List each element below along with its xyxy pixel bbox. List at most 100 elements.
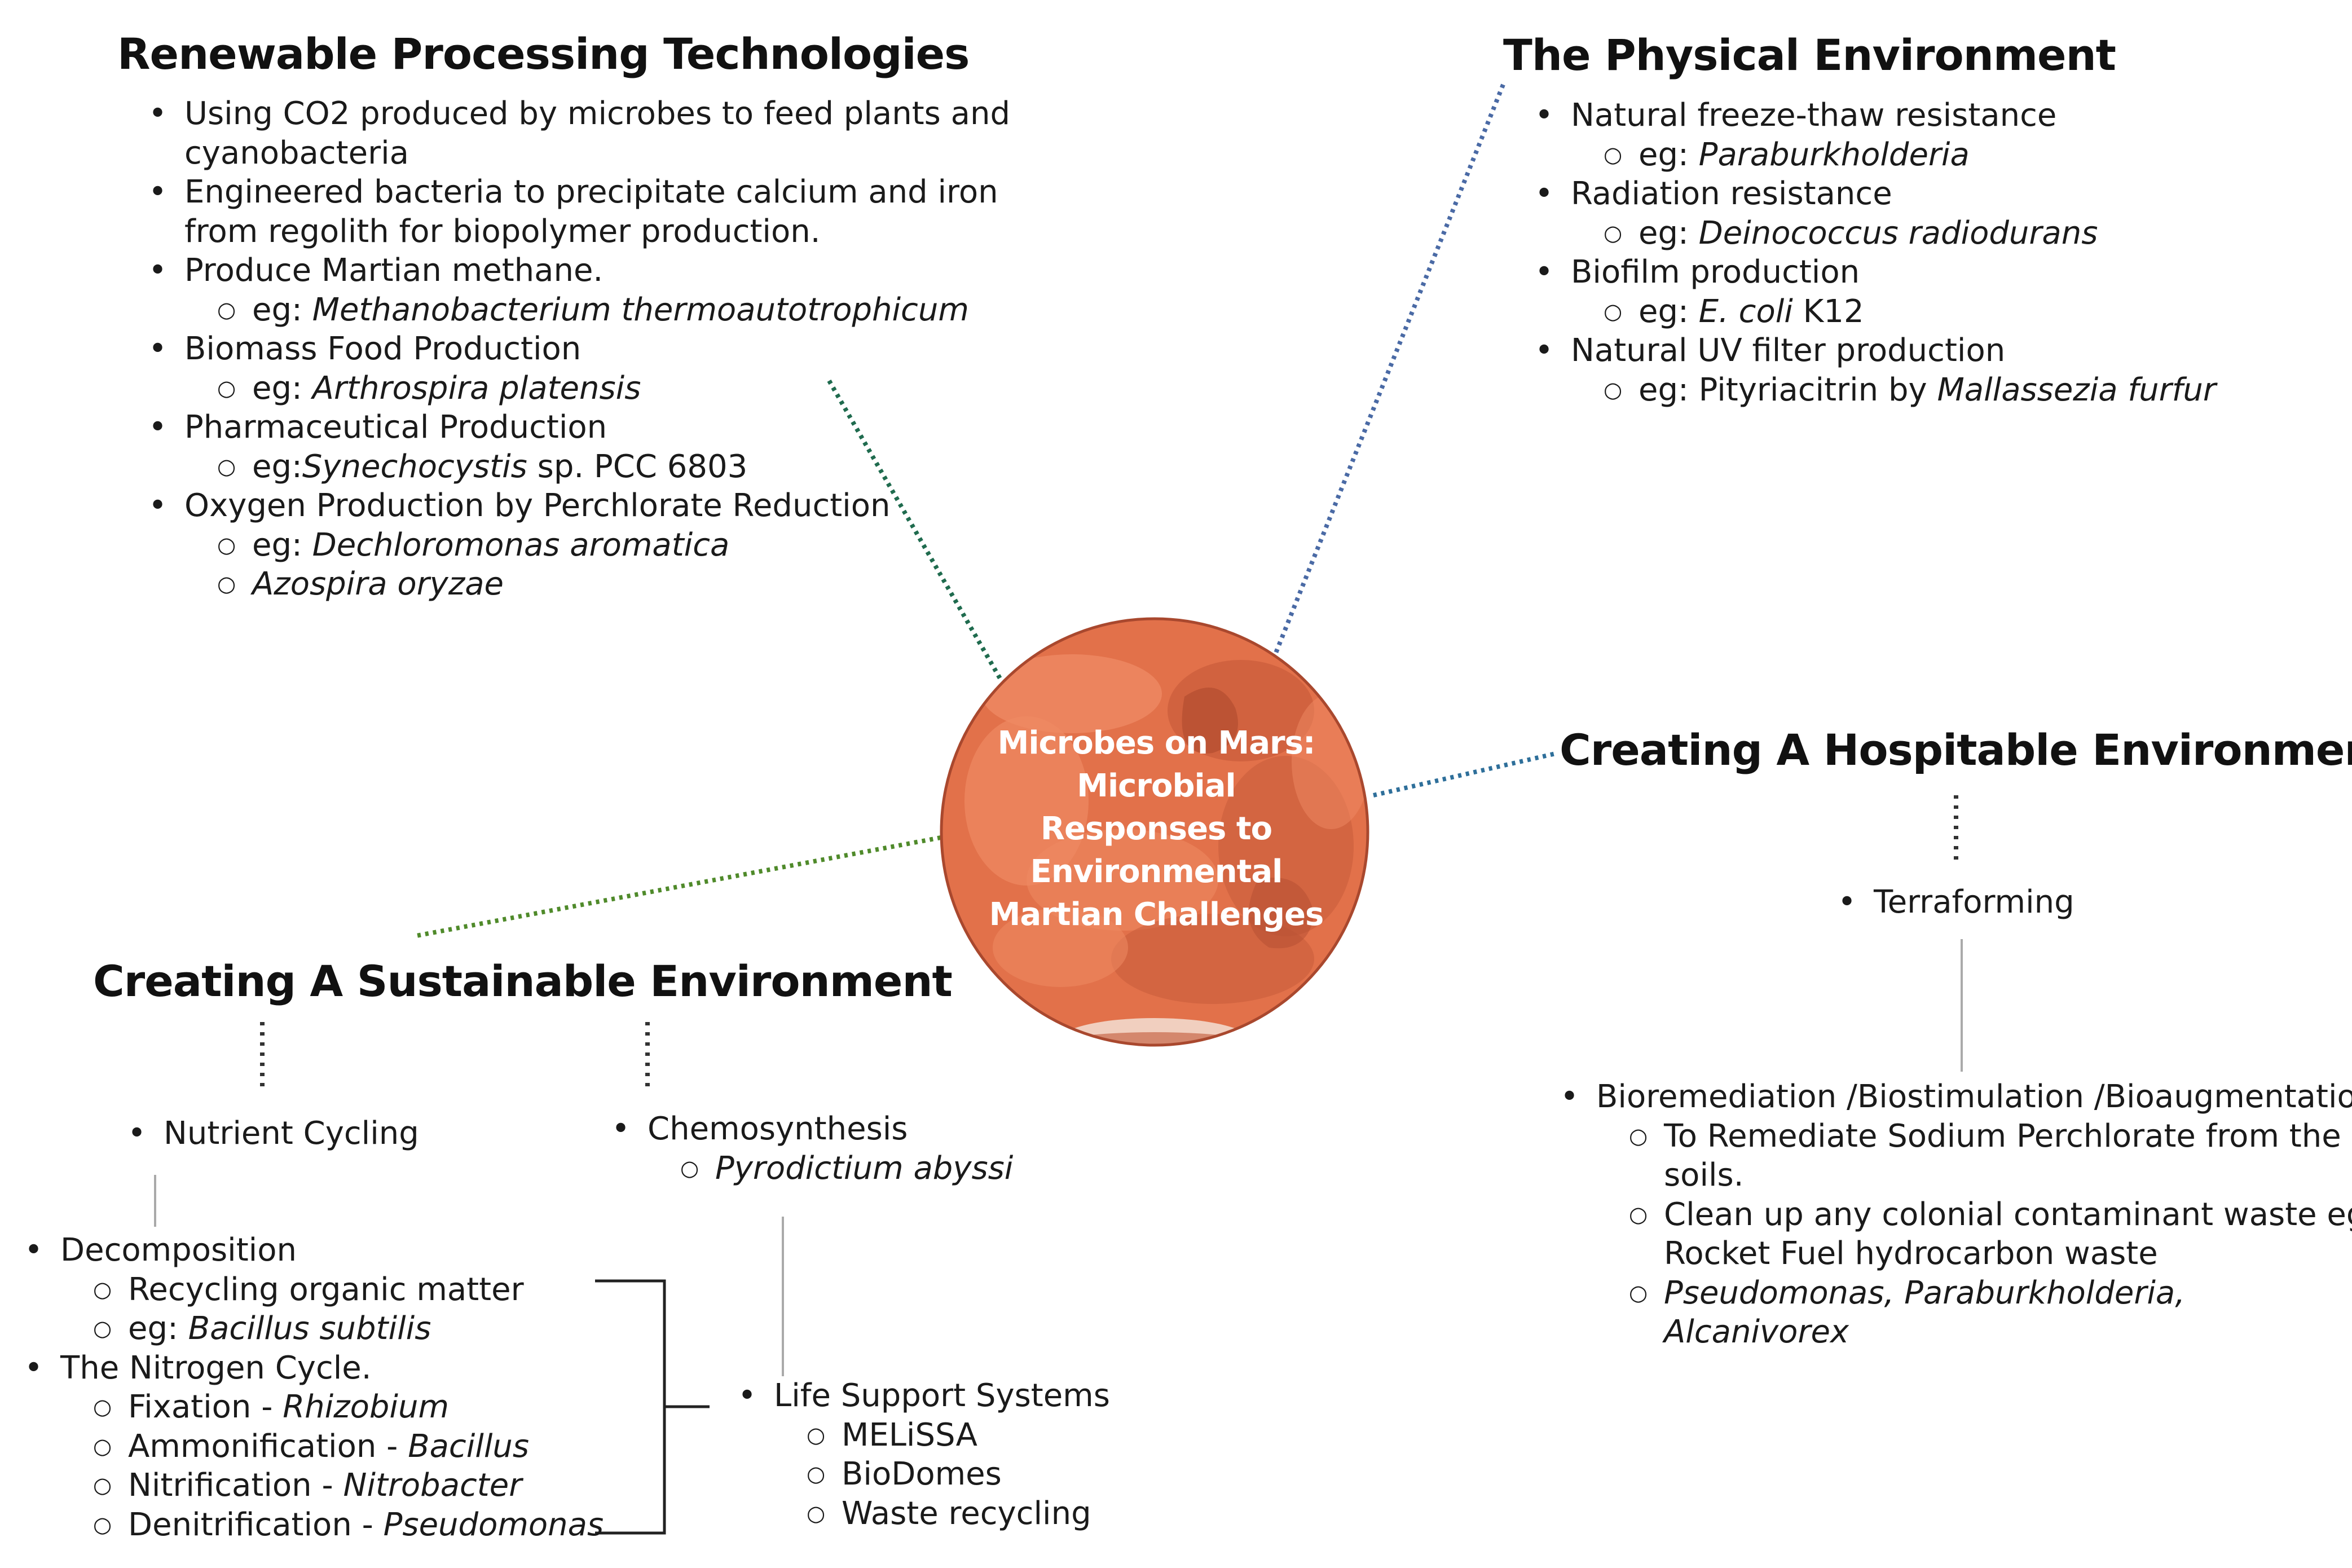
species-name: Bacillus (408, 1428, 530, 1465)
list-item: Decomposition (24, 1231, 604, 1270)
species-name: Azospira oryzae (252, 566, 504, 602)
sub-list-item: eg: Methanobacterium thermoautotrophicum (184, 290, 1010, 330)
list-item-text: Decomposition (60, 1232, 297, 1269)
species-name: Mallassezia furfur (1937, 371, 2216, 408)
renewable-heading: Renewable Processing Technologies (117, 29, 970, 79)
sub-list-item: MELiSSA (774, 1416, 1110, 1455)
list-item: Natural UV filter production (1535, 331, 2216, 371)
list-item-text: Ammonification - (128, 1428, 408, 1465)
list-item-text: Produce Martian methane. (184, 252, 604, 289)
list-item: Life Support Systems (738, 1376, 1110, 1416)
list-item-text: Life Support Systems (774, 1377, 1110, 1414)
connector-sustainable (413, 835, 941, 939)
list-item-text: Recycling organic matter (128, 1271, 524, 1308)
sub-list-item: BioDomes (774, 1455, 1110, 1494)
list-item-text: from regolith for biopolymer production. (184, 213, 821, 250)
list-item: Using CO2 produced by microbes to feed p… (148, 94, 1010, 134)
list-item: Pharmaceutical Production (148, 408, 1010, 447)
list-item-text: Engineered bacteria to precipitate calci… (184, 174, 998, 210)
sub-list-item: eg: Deinococcus radiodurans (1571, 214, 2216, 253)
list-item-text: eg: (252, 291, 312, 328)
list-item: Produce Martian methane. (148, 251, 1010, 290)
list-item-text: Biofilm production (1571, 254, 1860, 290)
list-item-text: eg: (252, 369, 312, 407)
sub-list-item: Pyrodictium abyssi (648, 1149, 1013, 1188)
physical-list: Natural freeze-thaw resistance eg: Parab… (1535, 96, 2216, 410)
chemosynthesis-list: Chemosynthesis Pyrodictium abyssi (611, 1109, 1013, 1188)
species-name: Methanobacterium thermoautotrophicum (312, 291, 969, 328)
list-item-text: Nutrient Cycling (164, 1115, 419, 1152)
list-item-continuation: soils. (1596, 1156, 2352, 1195)
sub-list-item: eg: Paraburkholderia (1571, 135, 2216, 175)
list-item-text: cyanobacteria (184, 134, 409, 171)
list-item-text: Terraforming (1874, 884, 2074, 920)
list-item-text: Denitrification - (128, 1506, 384, 1543)
species-name: Synechocystis (302, 448, 527, 485)
sub-list-item: eg: Dechloromonas aromatica (184, 526, 1010, 565)
list-item: Chemosynthesis (611, 1109, 1013, 1149)
sub-list-item: Ammonification - Bacillus (60, 1427, 604, 1466)
list-item-text: Bioremediation /Biostimulation /Bioaugme… (1596, 1078, 2352, 1115)
list-item-text: eg: (252, 526, 312, 563)
species-name: Alcanivorex (1664, 1314, 1849, 1350)
sub-list-item: eg:Synechocystis sp. PCC 6803 (184, 447, 1010, 487)
sub-list-item: eg: Bacillus subtilis (60, 1309, 604, 1349)
list-item-text: eg: Pityriacitrin by (1639, 371, 1937, 408)
list-item-text: eg: (1639, 136, 1699, 173)
list-item-text: Biomass Food Production (184, 331, 582, 367)
connector-hospitable (1373, 751, 1556, 798)
list-item-text: Natural freeze-thaw resistance (1571, 97, 2057, 134)
mars-planet (940, 617, 1369, 1047)
list-item: Radiation resistance (1535, 174, 2216, 214)
list-item: Oxygen Production by Perchlorate Reducti… (148, 486, 1010, 526)
list-item-continuation: Alcanivorex (1596, 1312, 2352, 1352)
sub-list-item: eg: Arthrospira platensis (184, 369, 1010, 408)
species-name: Deinococcus radiodurans (1698, 214, 2098, 252)
renewable-list: Using CO2 produced by microbes to feed p… (148, 94, 1010, 604)
list-item-text: eg: (252, 448, 302, 485)
list-item-text: To Remediate Sodium Perchlorate from the (1664, 1117, 2341, 1155)
list-item: Engineered bacteria to precipitate calci… (148, 173, 1010, 212)
center-title-line: Martian Challenges (989, 896, 1324, 933)
species-name: Dechloromonas aromatica (312, 526, 730, 563)
list-item-text: eg: (1639, 293, 1699, 330)
list-item: Nutrient Cycling (127, 1114, 419, 1153)
hospitable-heading: Creating A Hospitable Environment (1560, 725, 2352, 775)
list-item: Biofilm production (1535, 253, 2216, 292)
species-name: Paraburkholderia (1698, 136, 1970, 173)
list-item-text: Nitrification - (128, 1467, 343, 1504)
sub-list-item: Azospira oryzae (184, 565, 1010, 604)
sub-list-item: Denitrification - Pseudomonas (60, 1505, 604, 1545)
center-title-line: Environmental (1030, 853, 1283, 890)
sub-list-item: Pseudomonas, Paraburkholderia, (1596, 1274, 2352, 1313)
sub-list-item: Fixation - Rhizobium (60, 1388, 604, 1427)
life-support-list: Life Support Systems MELiSSA BioDomes Wa… (738, 1376, 1110, 1533)
bioremediation-list: Bioremediation /Biostimulation /Bioaugme… (1560, 1077, 2352, 1352)
sub-list-item: eg: E. coli K12 (1571, 292, 2216, 332)
species-name: Nitrobacter (343, 1467, 522, 1504)
sustainable-heading: Creating A Sustainable Environment (93, 956, 953, 1006)
list-item-text: sp. PCC 6803 (527, 448, 748, 485)
species-name: Pyrodictium abyssi (715, 1149, 1014, 1187)
list-item-text: K12 (1792, 293, 1864, 330)
species-name: Rhizobium (283, 1389, 449, 1425)
list-item-text: Fixation - (128, 1389, 283, 1425)
list-item: Terraforming (1838, 883, 2074, 922)
sub-list-item: To Remediate Sodium Perchlorate from the (1596, 1117, 2352, 1156)
connector-physical (1270, 83, 1505, 664)
list-item-text: Natural UV filter production (1571, 332, 2006, 369)
list-item-text: Pharmaceutical Production (184, 409, 607, 446)
center-title-line: Microbes on Mars: (997, 725, 1316, 761)
decomposition-list: Decomposition Recycling organic matter e… (24, 1231, 604, 1545)
list-item-text: Rocket Fuel hydrocarbon waste (1664, 1235, 2158, 1272)
nutrient-list: Nutrient Cycling (127, 1114, 419, 1153)
list-item-continuation: from regolith for biopolymer production. (184, 212, 1010, 252)
sub-list-item: eg: Pityriacitrin by Mallassezia furfur (1571, 371, 2216, 410)
sub-list-item: Clean up any colonial contaminant waste … (1596, 1195, 2352, 1235)
list-item-text: Clean up any colonial contaminant waste … (1664, 1196, 2352, 1233)
species-name: Arthrospira platensis (312, 369, 641, 407)
list-item: Biomass Food Production (148, 329, 1010, 369)
list-item: The Nitrogen Cycle. (24, 1349, 604, 1388)
list-item: Natural freeze-thaw resistance (1535, 96, 2216, 135)
